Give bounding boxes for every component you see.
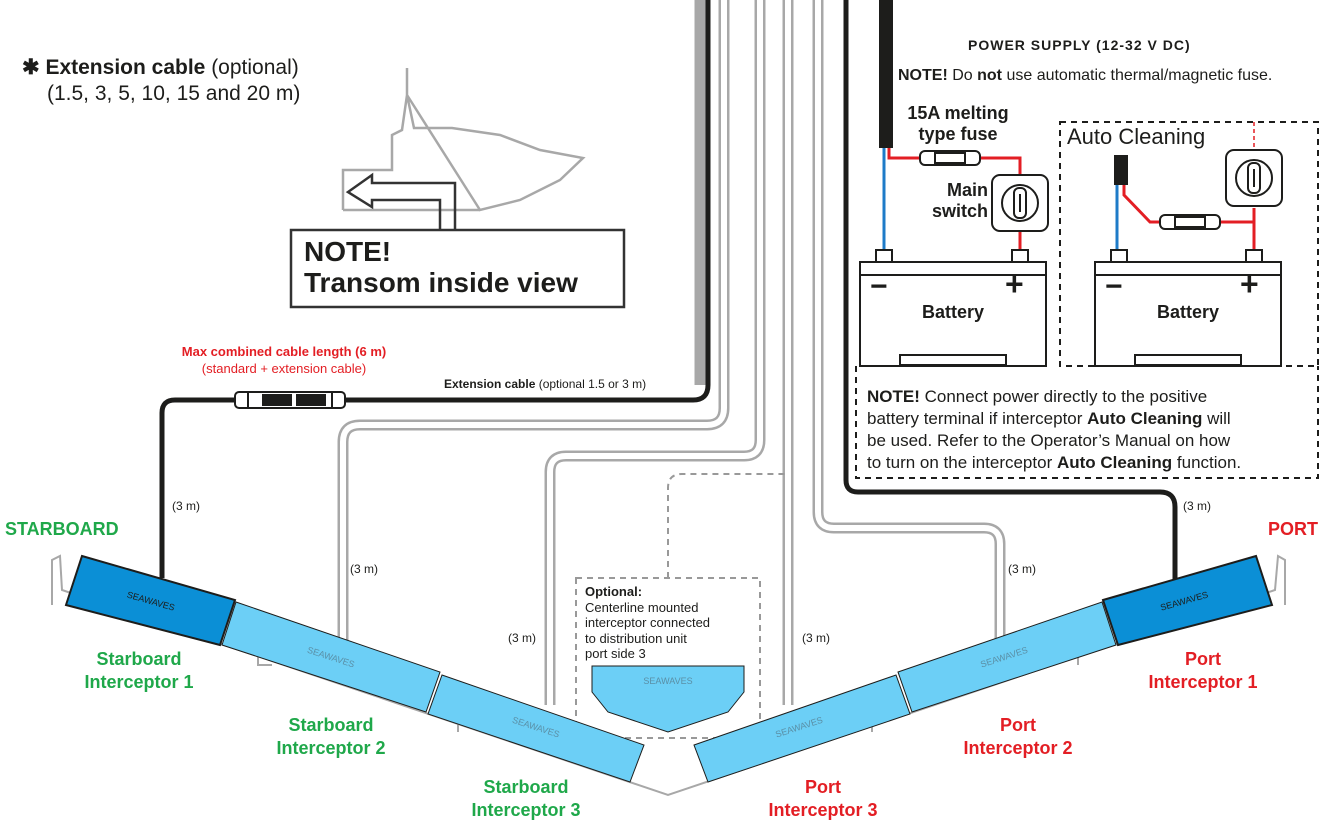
extension-cable-optional: (optional)	[211, 56, 299, 79]
battery2-minus: −	[1105, 270, 1123, 303]
extension-cable-label: Extension cable (optional 1.5 or 3 m)	[444, 377, 647, 391]
cable-length-p1: (3 m)	[1183, 499, 1211, 513]
optional-centerline-note: Optional: Centerline mounted interceptor…	[585, 584, 711, 661]
transom-note-box	[289, 228, 626, 309]
black-cables	[159, 0, 1178, 580]
distribution-cables	[337, 0, 1006, 705]
battery1-label: Battery	[921, 302, 985, 322]
cable-length-s1: (3 m)	[172, 499, 200, 513]
cable-connector-icon	[234, 391, 346, 409]
port-label: PORT	[1268, 519, 1319, 539]
interceptor-starboard-2: SEAWAVES	[221, 601, 441, 713]
interceptor-starboard-1: SEAWAVES	[64, 554, 237, 647]
fuse-note: NOTE! Do not use automatic thermal/magne…	[898, 67, 1273, 84]
asterisk-icon: ✱	[22, 56, 40, 79]
power-supply-title: POWER SUPPLY (12-32 V DC)	[968, 37, 1191, 53]
cable-length-s2: (3 m)	[350, 562, 378, 576]
extension-cable-lengths: (1.5, 3, 5, 10, 15 and 20 m)	[47, 82, 301, 105]
auto-cleaning-note: NOTE! Connect power directly to the posi…	[867, 387, 1242, 472]
battery1-minus: −	[870, 270, 888, 303]
svg-text:SEAWAVES: SEAWAVES	[643, 676, 692, 686]
max-cable-length: Max combined cable length (6 m)	[181, 344, 387, 359]
interceptor-port-3: SEAWAVES	[693, 674, 911, 783]
transom-note-line2: Transom inside view	[304, 267, 578, 298]
starboard-label: STARBOARD	[5, 519, 119, 539]
battery-icon	[859, 249, 1282, 367]
main-switch-icon	[991, 174, 1049, 232]
battery2-plus: +	[1240, 266, 1259, 302]
interceptor-centerline: SEAWAVES	[591, 665, 745, 733]
extension-cable-note: ✱ Extension cable (optional)	[22, 55, 299, 80]
dashed-frames	[575, 121, 1319, 739]
auto-cleaning-title: Auto Cleaning	[1067, 124, 1206, 149]
boat-outline-icon	[341, 68, 586, 212]
arrow-left-icon	[345, 172, 457, 230]
transom-note-line1: NOTE!	[304, 236, 392, 267]
battery2-label: Battery	[1156, 302, 1220, 322]
battery1-plus: +	[1005, 266, 1024, 302]
interceptor-starboard-3: SEAWAVES	[427, 674, 645, 783]
max-cable-length-sub: (standard + extension cable)	[201, 361, 367, 376]
auto-cleaning-switch-icon	[1225, 149, 1283, 207]
power-wiring	[879, 0, 1256, 258]
extension-cable-title: Extension cable	[45, 56, 206, 79]
interceptor-port-1: SEAWAVES	[1101, 554, 1274, 647]
interceptor-port-2: SEAWAVES	[897, 601, 1117, 713]
cable-length-p3: (3 m)	[802, 631, 830, 645]
fuse-icon	[919, 150, 1221, 230]
hull-outline	[51, 554, 1286, 797]
cable-length-s3: (3 m)	[508, 631, 536, 645]
cable-length-p2: (3 m)	[1008, 562, 1036, 576]
